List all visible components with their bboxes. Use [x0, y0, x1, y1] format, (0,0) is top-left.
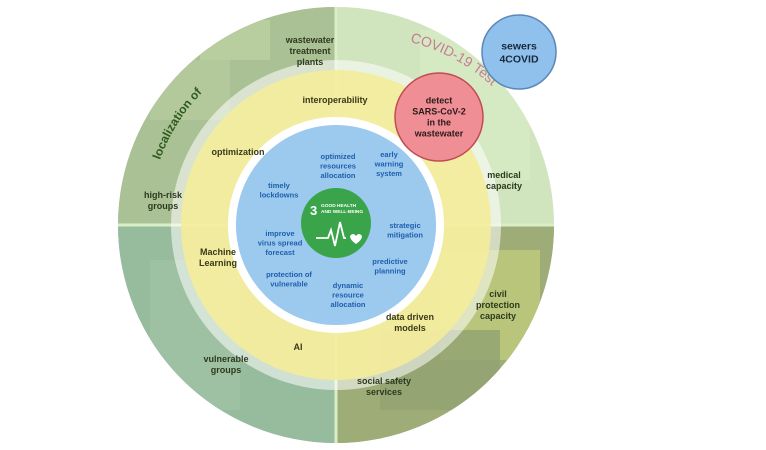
label-line: capacity [480, 311, 516, 321]
label-line: social safety [357, 376, 411, 386]
label-line: warning [374, 160, 404, 169]
bubble-line: 4COVID [499, 54, 539, 66]
label-line: Machine [200, 247, 236, 257]
label-line: capacity [486, 181, 522, 191]
label-ai: AI [294, 342, 303, 352]
label-line: forecast [265, 248, 295, 257]
heart-icon [350, 234, 362, 244]
label-line: medical [487, 170, 521, 180]
label-line: Learning [199, 258, 237, 268]
label-line: optimization [212, 147, 265, 157]
label-optimization: optimization [212, 147, 265, 157]
bubble-line: detect [426, 96, 453, 106]
label-interoperability: interoperability [302, 95, 367, 105]
label-line: strategic [389, 221, 420, 230]
label-line: improve [265, 229, 294, 238]
label-line: data driven [386, 312, 434, 322]
heartbeat-icon [316, 221, 346, 247]
label-line: mitigation [387, 231, 423, 240]
bubble-line: SARS-CoV-2 [412, 107, 466, 117]
sdg-number: 3 [310, 203, 317, 218]
label-line: virus spread [258, 239, 303, 248]
label-line: early [380, 150, 398, 159]
label-line: lockdowns [260, 191, 299, 200]
sewers4covid-bubble [481, 14, 557, 90]
label-line: dynamic [333, 281, 363, 290]
sdg-title-line: GOOD HEALTH [321, 203, 357, 209]
bubble-line: sewers [501, 41, 537, 53]
label-line: models [394, 323, 426, 333]
label-line: treatment [289, 46, 330, 56]
label-line: allocation [330, 300, 365, 309]
label-line: resource [332, 291, 364, 300]
label-line: vulnerable [203, 354, 248, 364]
bubble-line: in the [427, 118, 451, 128]
label-line: civil [489, 289, 507, 299]
label-line: high-risk [144, 190, 183, 200]
label-line: AI [294, 342, 303, 352]
label-line: allocation [320, 171, 355, 180]
label-line: wastewater [285, 35, 335, 45]
label-line: predictive [372, 257, 407, 266]
label-line: planning [374, 267, 406, 276]
sdg-title-line: AND WELL-BEING [321, 209, 363, 215]
label-line: optimized [321, 152, 356, 161]
label-line: groups [211, 365, 242, 375]
label-line: services [366, 387, 402, 397]
label-line: protection of [266, 270, 312, 279]
label-line: interoperability [302, 95, 367, 105]
detect-bubble [394, 72, 484, 162]
label-line: timely [268, 181, 291, 190]
label-line: groups [148, 201, 179, 211]
label-line: resources [320, 162, 356, 171]
label-line: plants [297, 57, 324, 67]
label-line: vulnerable [270, 280, 308, 289]
label-line: protection [476, 300, 520, 310]
sdg-badge [301, 188, 371, 258]
label-line: system [376, 169, 402, 178]
bubble-line: wastewater [414, 129, 464, 139]
